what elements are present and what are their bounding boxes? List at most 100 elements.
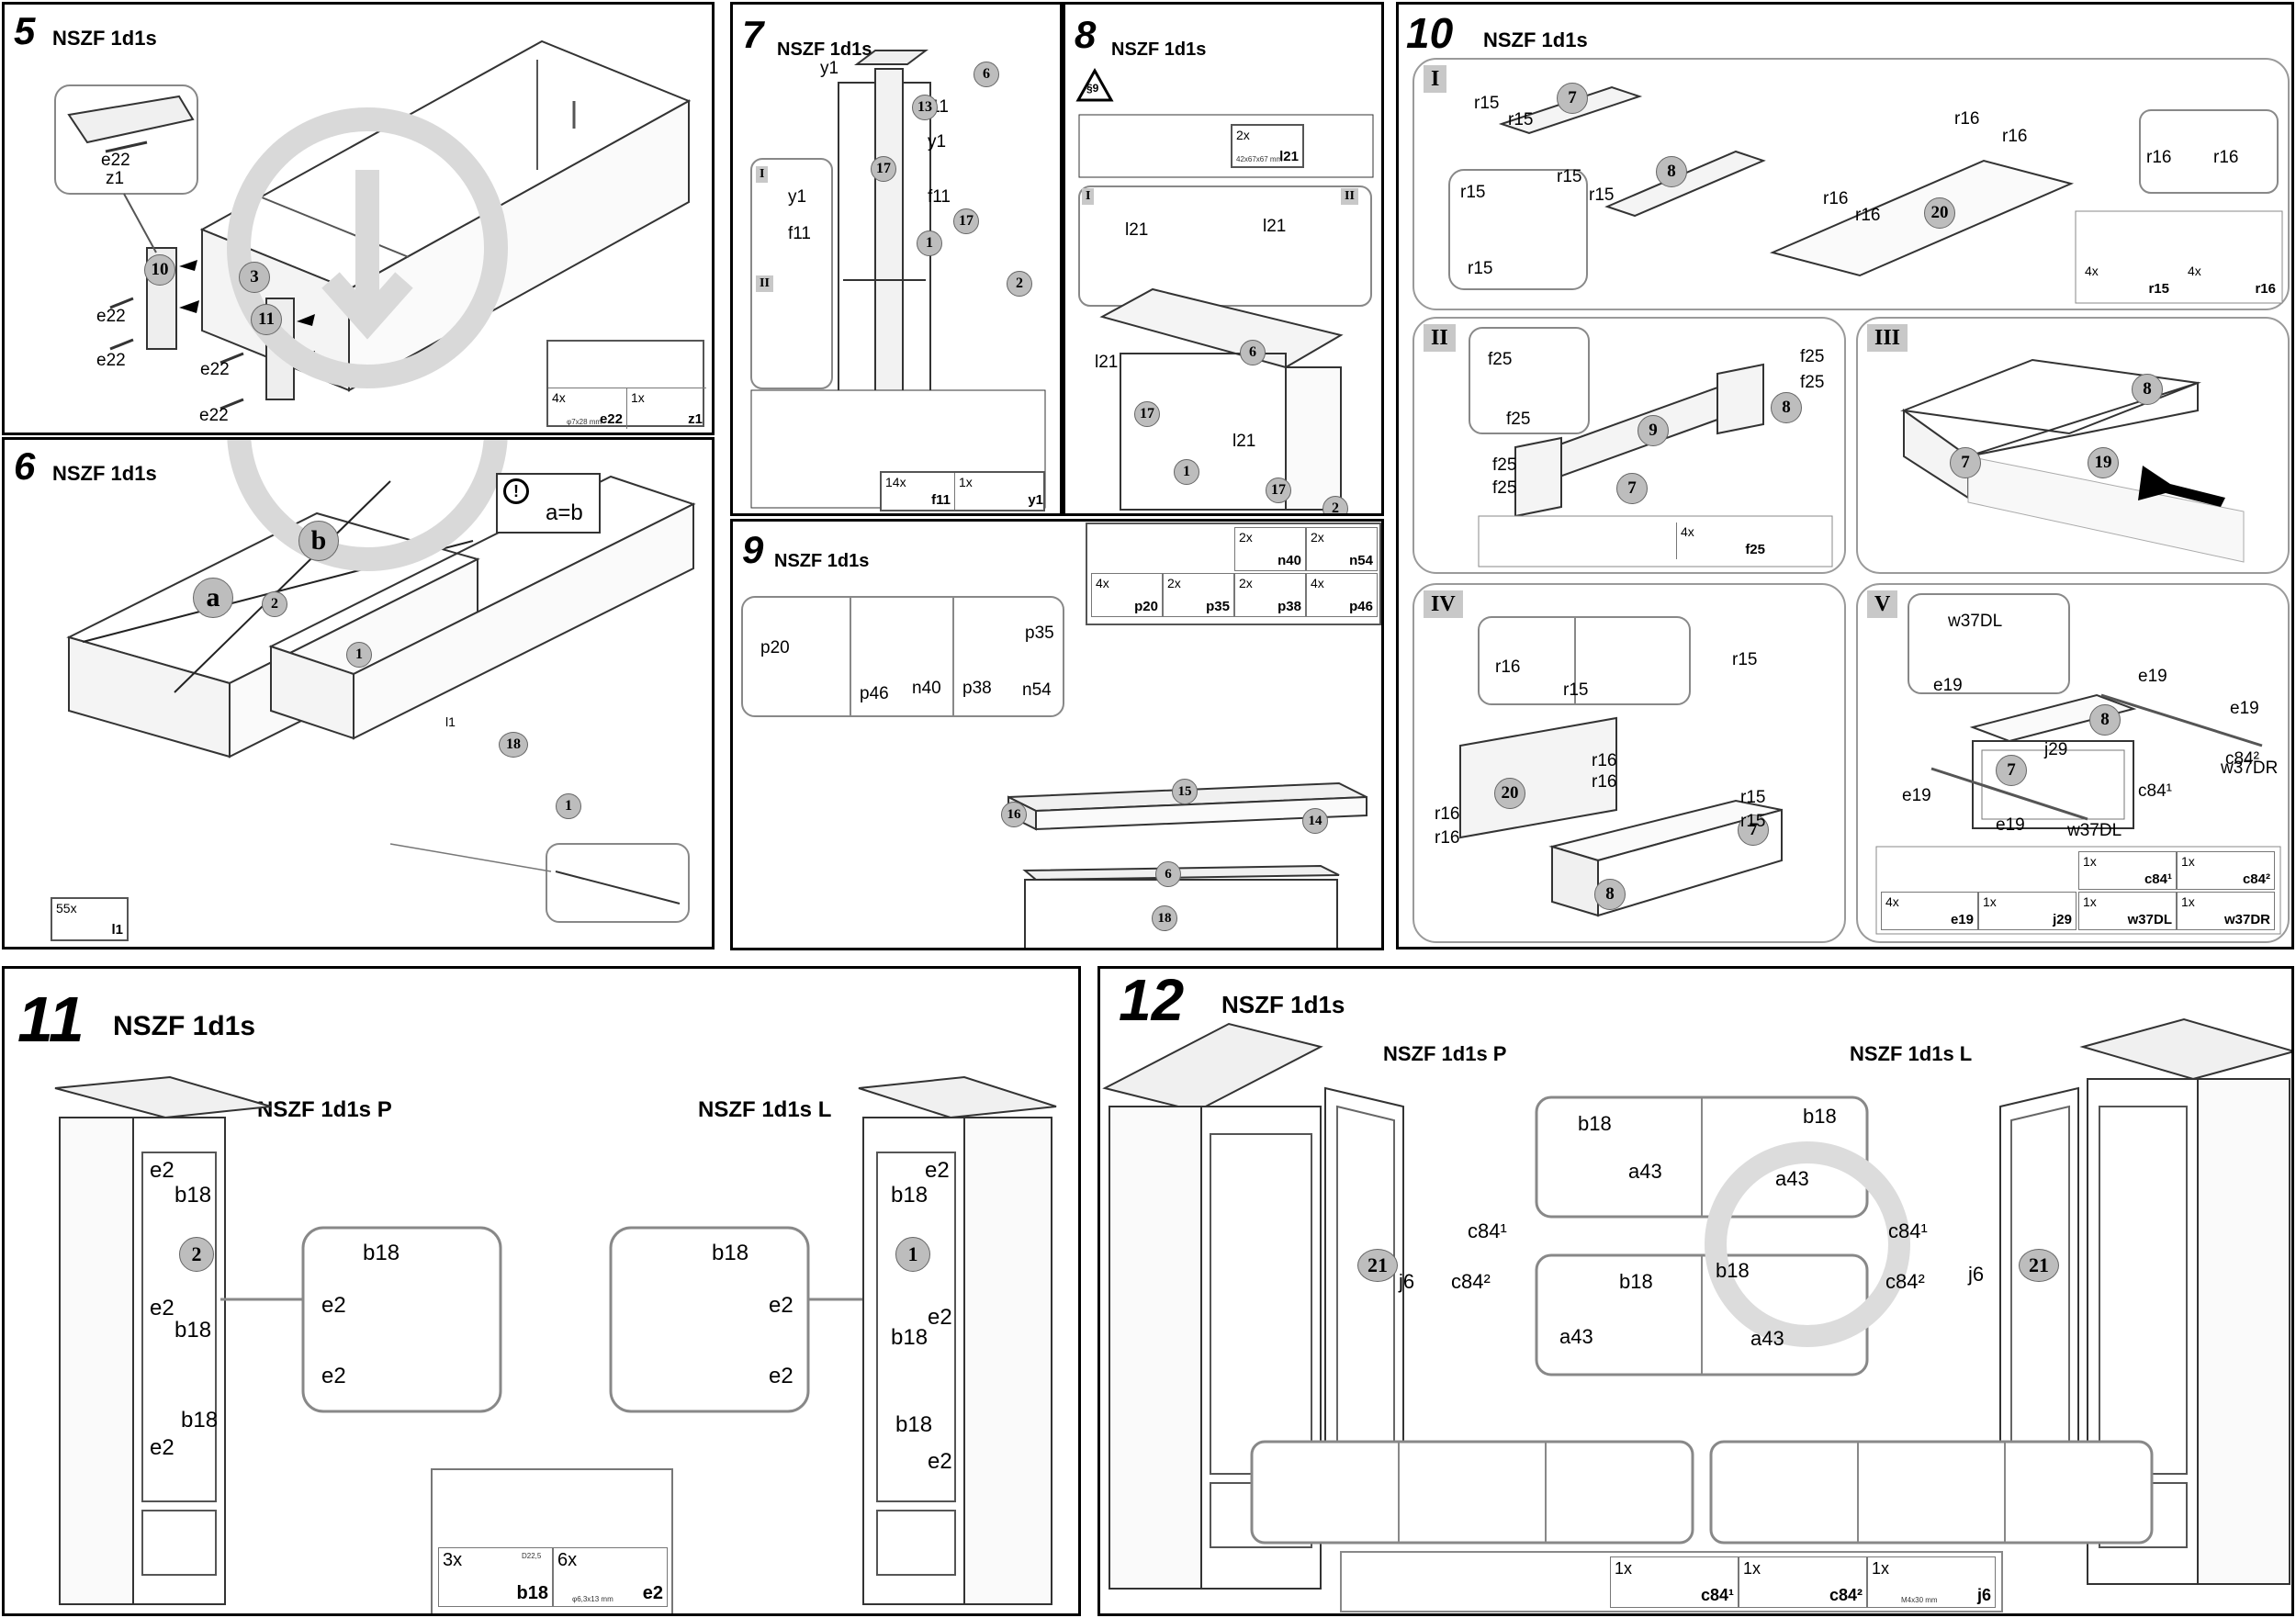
parts-list: 2x 42x67x67 mm l21 [1231,124,1304,168]
part-badge: 2 [179,1237,214,1272]
part-qty: 1x [2083,854,2097,869]
label-n40: n40 [912,679,941,698]
label-n54: n54 [1022,680,1052,700]
part-badge: 6 [974,62,999,87]
warning-icon: ! [503,478,529,504]
part-code: y1 [1028,492,1043,508]
parts-list: 4x p20 2x p35 2x n40 2x p38 2x n54 4x p4… [1091,527,1378,619]
part-badge: 1 [556,793,581,819]
part-code: l21 [1279,149,1299,164]
label-r16: r16 [1855,206,1881,225]
warning-triangle-icon: §9 [1075,67,1114,102]
part-qty: 4x [1096,576,1109,590]
cabinet-drawing [1078,114,1374,511]
part-qty: 6x [557,1550,578,1570]
step-number: 6 [14,444,36,488]
label-c84-2: c84² [1885,1270,1925,1293]
label-r15: r15 [1740,788,1766,807]
parts-list: 4x r15 4x r16 [2085,262,2278,298]
part-qty: 4x [1311,576,1324,590]
part-badge: 13 [912,95,938,120]
label-b18: b18 [1803,1105,1837,1128]
parts-list: 1x c84¹ 1x c84² 1x M4x30 mm j6 [1610,1556,1996,1608]
warning-text: §9 [1086,82,1099,95]
label-e19: e19 [1933,676,1963,695]
step-number: 8 [1075,13,1097,56]
label-e22: e22 [200,360,230,379]
step-code: NSZF 1d1s [774,551,870,571]
label-b18: b18 [895,1412,933,1437]
part-badge: 8 [1594,879,1626,910]
label-b18: b18 [363,1241,400,1265]
label-c84-2: c84² [2225,749,2259,769]
label-j6: j6 [1399,1270,1415,1293]
step-code: NSZF 1d1s [1111,39,1207,60]
part-badge: 17 [871,156,896,182]
label-l1: l1 [445,714,456,729]
part-badge: 7 [1616,473,1648,504]
part-item: 1x y1 [955,473,1047,510]
part-qty: 4x [2085,264,2099,278]
part-item: 3x D22,5 b18 [438,1547,553,1607]
part-badge: 19 [2088,447,2119,478]
label-b18: b18 [1619,1270,1653,1293]
part-code: f25 [1745,542,1765,557]
part-item: 1x z1 [627,388,706,429]
label-p46: p46 [860,684,889,703]
part-badge: 2 [262,591,287,617]
label-e2: e2 [769,1293,793,1318]
part-badge: 11 [251,304,282,335]
step-code: NSZF 1d1s [52,462,157,485]
right-variant-title: NSZF 1d1s L [698,1097,832,1122]
drawer-drawing [1900,358,2245,563]
parts-list: 1x c84¹ 1x c84² 1x w37DL 1x w37DR [2078,851,2275,930]
label-r16: r16 [1592,772,1617,792]
part-item: 1x w37DR [2177,892,2275,930]
part-qty: 1x [1983,894,1997,909]
label-e2: e2 [925,1158,950,1183]
part-badge: 14 [1302,808,1328,834]
part-badge: 9 [1638,415,1669,446]
part-badge: 17 [1134,401,1160,427]
part-qty: 14x [885,475,906,489]
part-code: c84¹ [2144,871,2172,887]
part-code: e2 [642,1583,663,1603]
part-code: p38 [1277,599,1301,614]
label-l21: l21 [1232,432,1256,451]
label-b18: b18 [1578,1112,1612,1135]
label-f25: f25 [1800,347,1825,366]
label-e2: e2 [150,1158,174,1183]
part-badge: 7 [1557,83,1588,114]
part-qty: 55x [56,901,77,916]
part-qty: 4x [1681,524,1694,539]
part-code: r15 [2148,281,2169,297]
parts-list: 14x f11 1x y1 [880,471,1045,511]
part-code: c84¹ [1700,1586,1734,1604]
substep-label: III [1867,324,1908,352]
left-variant-title: NSZF 1d1s P [1383,1042,1507,1065]
label-f25: f25 [1800,373,1825,392]
label-e2: e2 [928,1305,952,1330]
part-item: 2x n40 [1234,527,1306,571]
part-item: 1x c84² [1739,1556,1867,1608]
label-a43: a43 [1775,1167,1809,1190]
part-qty: 1x [631,390,645,405]
part-qty: 1x [959,475,973,489]
label-e2: e2 [150,1296,174,1320]
step-code: NSZF 1d1s [113,1011,256,1041]
part-qty: 1x [1872,1559,1890,1578]
label-b18: b18 [1716,1259,1750,1282]
label-r15: r15 [1589,185,1615,205]
step-11-panel: 11 NSZF 1d1s NSZF 1d1s P NSZF 1d1s L 2 1… [2,966,1081,1616]
substep-IV: IV 20 7 8 r16 r15 r15 r16 r16 r16 r16 r1… [1412,583,1846,943]
part-code: p20 [1134,599,1158,614]
label-e22: e22 [96,307,126,326]
part-badge: 6 [1155,861,1181,887]
substep-II: II 9 8 7 f25 f25 f25 f25 f25 f25 4x f25 [1412,317,1846,574]
label-f25: f25 [1492,478,1517,498]
step-number: 10 [1406,9,1454,57]
label-l21: l21 [1125,220,1149,240]
part-item: 1x w37DL [2078,892,2177,930]
part-item: 1x c84² [2177,851,2275,890]
step-12-panel: 12 NSZF 1d1s NSZF 1d1s P NSZF 1d1s L [1097,966,2294,1616]
